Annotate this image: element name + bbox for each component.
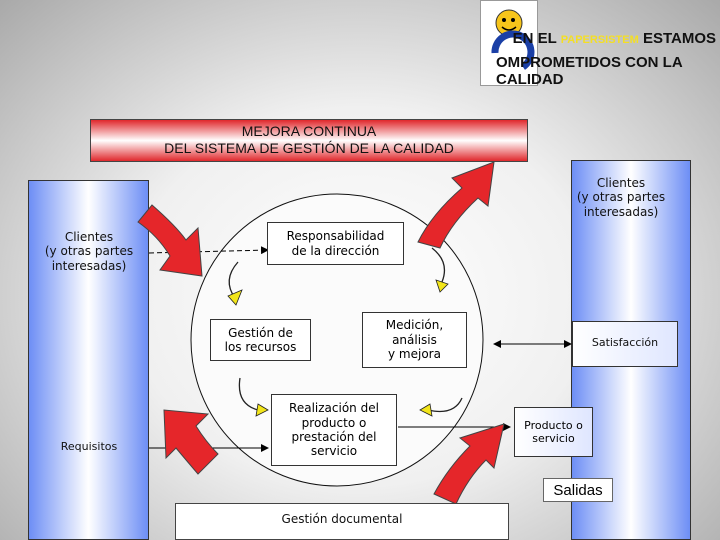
salidas-label: Salidas — [553, 481, 603, 499]
yellow-arrowhead-icon — [419, 403, 433, 417]
right-clientes-label: Clientes (y otras partes interesadas) — [576, 176, 666, 219]
inner-arrow-left-bottom — [238, 377, 259, 411]
inner-arrow-right-top — [431, 247, 446, 283]
medicion-box: Medición, análisis y mejora — [362, 312, 467, 368]
yellow-arrowhead-icon — [435, 279, 449, 293]
title-box: MEJORA CONTINUA DEL SISTEMA DE GESTIÓN D… — [90, 119, 528, 162]
title-line2: DEL SISTEMA DE GESTIÓN DE LA CALIDAD — [164, 139, 454, 156]
inner-arrow-right-bottom — [427, 397, 463, 413]
gestion-documental-label: Gestión documental — [281, 512, 403, 526]
producto-box: Producto o servicio — [514, 407, 593, 457]
logo-line1-b: PAPERSISTEM — [560, 34, 639, 46]
red-arrow-bottom-right-icon — [433, 423, 505, 505]
logo-emblem — [480, 0, 538, 86]
realizacion-box: Realización del producto o prestación de… — [271, 394, 397, 466]
salidas-box: Salidas — [543, 478, 613, 502]
yellow-arrowhead-icon — [227, 289, 243, 306]
satisfaccion-text: Satisfacción — [591, 336, 659, 349]
red-arrow-bottom-left-icon — [163, 409, 219, 475]
yellow-arrowhead-icon — [255, 403, 269, 417]
logo-line1-a: EN EL — [512, 30, 557, 47]
red-arrow-top-right-icon — [417, 161, 495, 249]
left-clientes-label: Clientes (y otras partes interesadas) — [44, 230, 134, 273]
logo-line2: OMPROMETIDOS CON LA CALIDAD — [496, 54, 683, 88]
logo-text: EN EL PAPERSISTEM ESTAMOS OMPROMETIDOS C… — [496, 30, 720, 88]
title-line1: MEJORA CONTINUA — [241, 123, 377, 139]
responsabilidad-box: Responsabilidad de la dirección — [267, 222, 404, 265]
recursos-box: Gestión de los recursos — [210, 319, 311, 361]
satisfaccion-box — [572, 321, 678, 367]
left-column — [28, 180, 149, 540]
gestion-documental-box: Gestión documental — [175, 503, 509, 540]
logo-mascot-icon — [491, 9, 535, 70]
red-arrow-top-left-icon — [137, 204, 203, 277]
logo-line1-c: ESTAMOS — [642, 30, 716, 47]
process-circle — [190, 193, 484, 487]
requisitos-label: Requisitos — [60, 440, 118, 453]
